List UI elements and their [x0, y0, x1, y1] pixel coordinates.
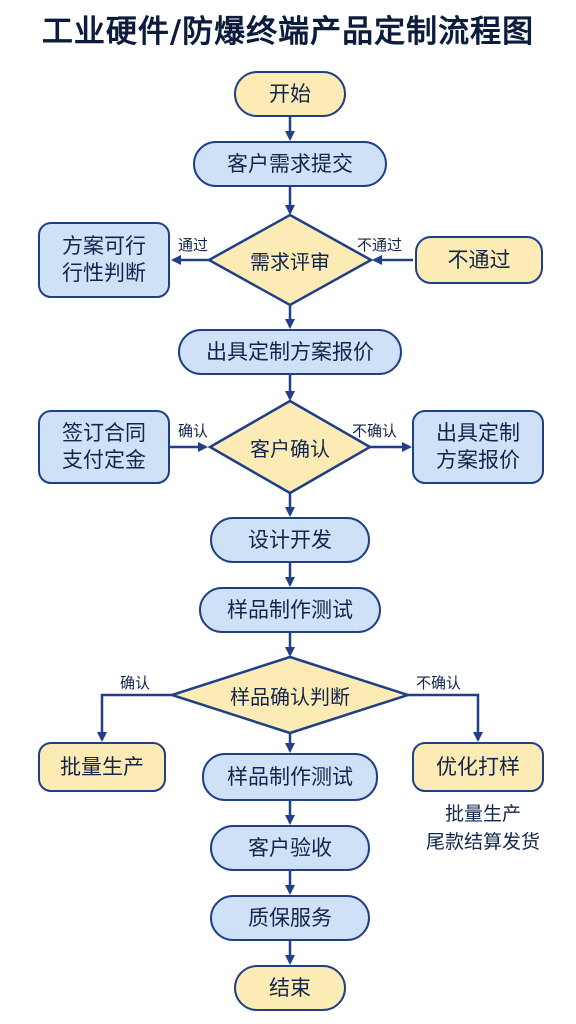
feasibility-line2: 行性判断 [62, 261, 146, 285]
contract-node: 签订合同 支付定金 [38, 410, 170, 484]
acceptance-node: 客户验收 [210, 825, 370, 871]
submit-node: 客户需求提交 [193, 141, 387, 187]
sample-test-node: 样品制作测试 [199, 587, 381, 633]
warranty-node: 质保服务 [210, 895, 370, 941]
side-note: 批量生产 尾款结算发货 [408, 800, 558, 856]
end-node: 结束 [234, 965, 346, 1011]
label-not-confirm-2: 不确认 [416, 674, 462, 692]
label-confirm-2: 确认 [120, 674, 151, 692]
design-node: 设计开发 [210, 517, 370, 563]
sample-test-2-node: 样品制作测试 [202, 753, 378, 801]
sample-judge-diamond-label: 样品确认判断 [230, 684, 350, 709]
reject-node: 不通过 [415, 236, 543, 284]
arrow-judge-optimize [408, 693, 483, 742]
diamond-sample-judge [167, 655, 413, 735]
label-confirm: 确认 [178, 422, 209, 440]
label-pass: 通过 [178, 236, 209, 254]
requote-line2: 方案报价 [436, 448, 520, 472]
requote-node: 出具定制 方案报价 [412, 410, 544, 484]
diamond-review [206, 213, 374, 307]
side-note-line2: 尾款结算发货 [425, 831, 540, 853]
label-fail: 不通过 [357, 236, 403, 254]
side-note-line1: 批量生产 [444, 803, 521, 825]
feasibility-node: 方案可行 行性判断 [38, 222, 170, 298]
contract-line2: 支付定金 [62, 448, 146, 472]
contract-line1: 签订合同 [62, 421, 146, 445]
mass-production-node: 批量生产 [38, 742, 166, 792]
requote-line1: 出具定制 [436, 421, 520, 445]
page-title: 工业硬件/防爆终端产品定制流程图 [41, 14, 535, 50]
review-diamond-label: 需求评审 [250, 249, 330, 274]
quote-node: 出具定制方案报价 [178, 329, 402, 375]
label-not-confirm: 不确认 [352, 422, 398, 440]
diamond-confirm [207, 399, 373, 495]
feasibility-line1: 方案可行 [62, 234, 146, 258]
start-node: 开始 [234, 71, 346, 117]
optimize-node: 优化打样 [412, 742, 544, 792]
arrow-judge-mass [97, 693, 172, 742]
confirm-diamond-label: 客户确认 [250, 436, 330, 461]
